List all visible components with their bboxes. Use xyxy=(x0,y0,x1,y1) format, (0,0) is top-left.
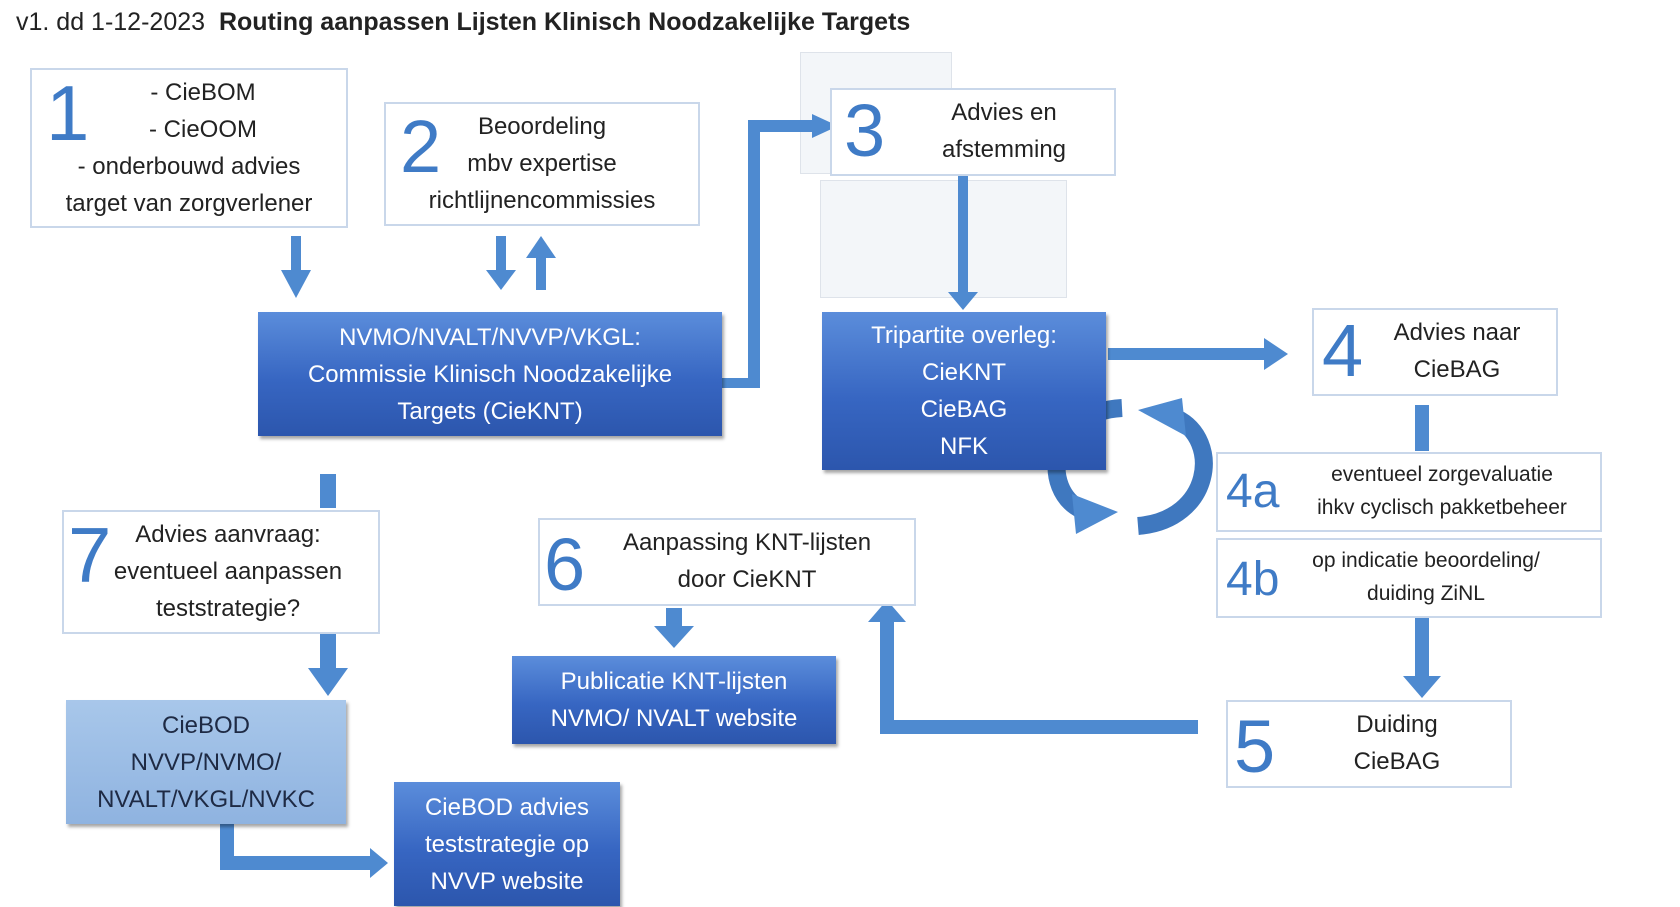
arrow-box7-to-ciebod xyxy=(308,630,348,696)
box4b-line: duiding ZiNL xyxy=(1367,582,1485,605)
box-4-advies-naar-ciebag: 4 Advies naar CieBAG xyxy=(1312,308,1558,396)
box1-line: - onderbouwd advies xyxy=(77,153,301,180)
box4-line: Advies naar xyxy=(1393,319,1521,346)
box2-line: Beoordeling xyxy=(477,113,607,140)
box6-line: door CieKNT xyxy=(677,566,817,593)
connector-cieknt-to-box7 xyxy=(320,474,336,508)
box5-line: Duiding xyxy=(1356,711,1438,738)
box1-line: target van zorgverlener xyxy=(65,190,313,217)
ciebod-advies-line: teststrategie op xyxy=(424,830,590,858)
connector-box4-to-box4a xyxy=(1415,405,1429,451)
diagram-title: v1. dd 1-12-2023 Routing aanpassen Lijst… xyxy=(16,8,910,37)
arrow-box2-down xyxy=(486,236,516,290)
box5-line: CieBAG xyxy=(1353,748,1441,775)
step-number-4: 4 xyxy=(1322,309,1364,392)
ciebod-box: CieBOD NVVP/NVMO/ NVALT/VKGL/NVKC xyxy=(66,700,346,824)
box1-line: - CieOOM xyxy=(149,116,257,143)
step-number-3: 3 xyxy=(844,89,886,172)
box-1-submitters: 1 - CieBOM - CieOOM - onderbouwd advies … xyxy=(30,68,348,228)
box7-line: Advies aanvraag: xyxy=(135,521,321,548)
box4-line: CieBAG xyxy=(1413,356,1501,383)
tripartite-line: CieKNT xyxy=(921,359,1006,386)
cieknt-line: Commissie Klinisch Noodzakelijke xyxy=(307,360,673,388)
step-number-4a: 4a xyxy=(1226,465,1280,518)
step-number-5: 5 xyxy=(1234,705,1276,788)
box6-line: Aanpassing KNT-lijsten xyxy=(622,529,872,556)
cieknt-commission-box: NVMO/NVALT/NVVP/VKGL: Commissie Klinisch… xyxy=(258,312,722,436)
arrow-box2-up xyxy=(526,236,556,290)
arrow-cieknt-to-box3 xyxy=(722,114,838,388)
ciebod-line: CieBOD xyxy=(161,711,251,739)
box7-line: eventueel aanpassen xyxy=(113,558,343,585)
step-number-6: 6 xyxy=(544,523,586,606)
publicatie-line: Publicatie KNT-lijsten xyxy=(560,668,788,695)
ciebod-line: NVVP/NVMO/ xyxy=(130,748,282,776)
box4a-line: eventueel zorgevaluatie xyxy=(1331,463,1553,486)
box-2-beoordeling: 2 Beoordeling mbv expertise richtlijnenc… xyxy=(384,102,700,226)
tripartite-line: NFK xyxy=(940,433,988,460)
tripartite-overleg-box: Tripartite overleg: CieKNT CieBAG NFK xyxy=(822,312,1106,470)
ciebod-advies-line: CieBOD advies xyxy=(424,793,590,821)
box2-line: mbv expertise xyxy=(467,150,617,177)
box2-line: richtlijnencommissies xyxy=(428,187,656,214)
arrow-box5-to-box6 xyxy=(868,600,1198,734)
step-number-2: 2 xyxy=(400,105,442,188)
ciebod-advies-line: NVVP website xyxy=(430,867,584,895)
box3-line: afstemming xyxy=(941,136,1067,163)
ciebod-advies-box: CieBOD advies teststrategie op NVVP webs… xyxy=(394,782,620,906)
tripartite-line: CieBAG xyxy=(920,396,1008,423)
cieknt-line: NVMO/NVALT/NVVP/VKGL: xyxy=(339,323,641,351)
box3-line: Advies en xyxy=(951,99,1057,126)
arrow-box6-to-publicatie xyxy=(654,608,694,648)
box-4b-beoordeling-zinl: 4b op indicatie beoordeling/ duiding ZiN… xyxy=(1216,538,1602,618)
box4a-line: ihkv cyclisch pakketbeheer xyxy=(1317,496,1567,519)
box1-line: - CieBOM xyxy=(150,79,256,106)
publicatie-knt-box: Publicatie KNT-lijsten NVMO/ NVALT websi… xyxy=(512,656,836,744)
title-text: Routing aanpassen Lijsten Klinisch Noodz… xyxy=(218,8,911,36)
document-thumbnail xyxy=(820,180,1067,298)
box-7-advies-aanvraag: 7 Advies aanvraag: eventueel aanpassen t… xyxy=(62,510,380,634)
arrow-tripartite-to-box4 xyxy=(1108,338,1288,370)
ciebod-line: NVALT/VKGL/NVKC xyxy=(97,785,315,813)
arrow-ciebod-to-advies xyxy=(220,818,388,878)
box-5-duiding-ciebag: 5 Duiding CieBAG xyxy=(1226,700,1512,788)
box-4a-zorgevaluatie: 4a eventueel zorgevaluatie ihkv cyclisch… xyxy=(1216,452,1602,532)
cieknt-line: Targets (CieKNT) xyxy=(397,397,583,425)
step-number-1: 1 xyxy=(46,69,90,157)
tripartite-line: Tripartite overleg: xyxy=(871,322,1057,349)
box-3-advies-afstemming: 3 Advies en afstemming xyxy=(830,88,1116,176)
arrow-box3-to-tripartite xyxy=(948,175,978,310)
box7-line: teststrategie? xyxy=(155,595,301,622)
arrow-box4b-to-box5 xyxy=(1403,613,1441,698)
arrow-box1-down xyxy=(281,236,311,298)
publicatie-line: NVMO/ NVALT website xyxy=(550,705,798,732)
title-version: v1. dd 1-12-2023 xyxy=(16,8,206,36)
step-number-7: 7 xyxy=(68,511,112,599)
box4b-line: op indicatie beoordeling/ xyxy=(1312,549,1540,572)
step-number-4b: 4b xyxy=(1226,553,1280,606)
box-6-aanpassing-knt: 6 Aanpassing KNT-lijsten door CieKNT xyxy=(538,518,916,606)
